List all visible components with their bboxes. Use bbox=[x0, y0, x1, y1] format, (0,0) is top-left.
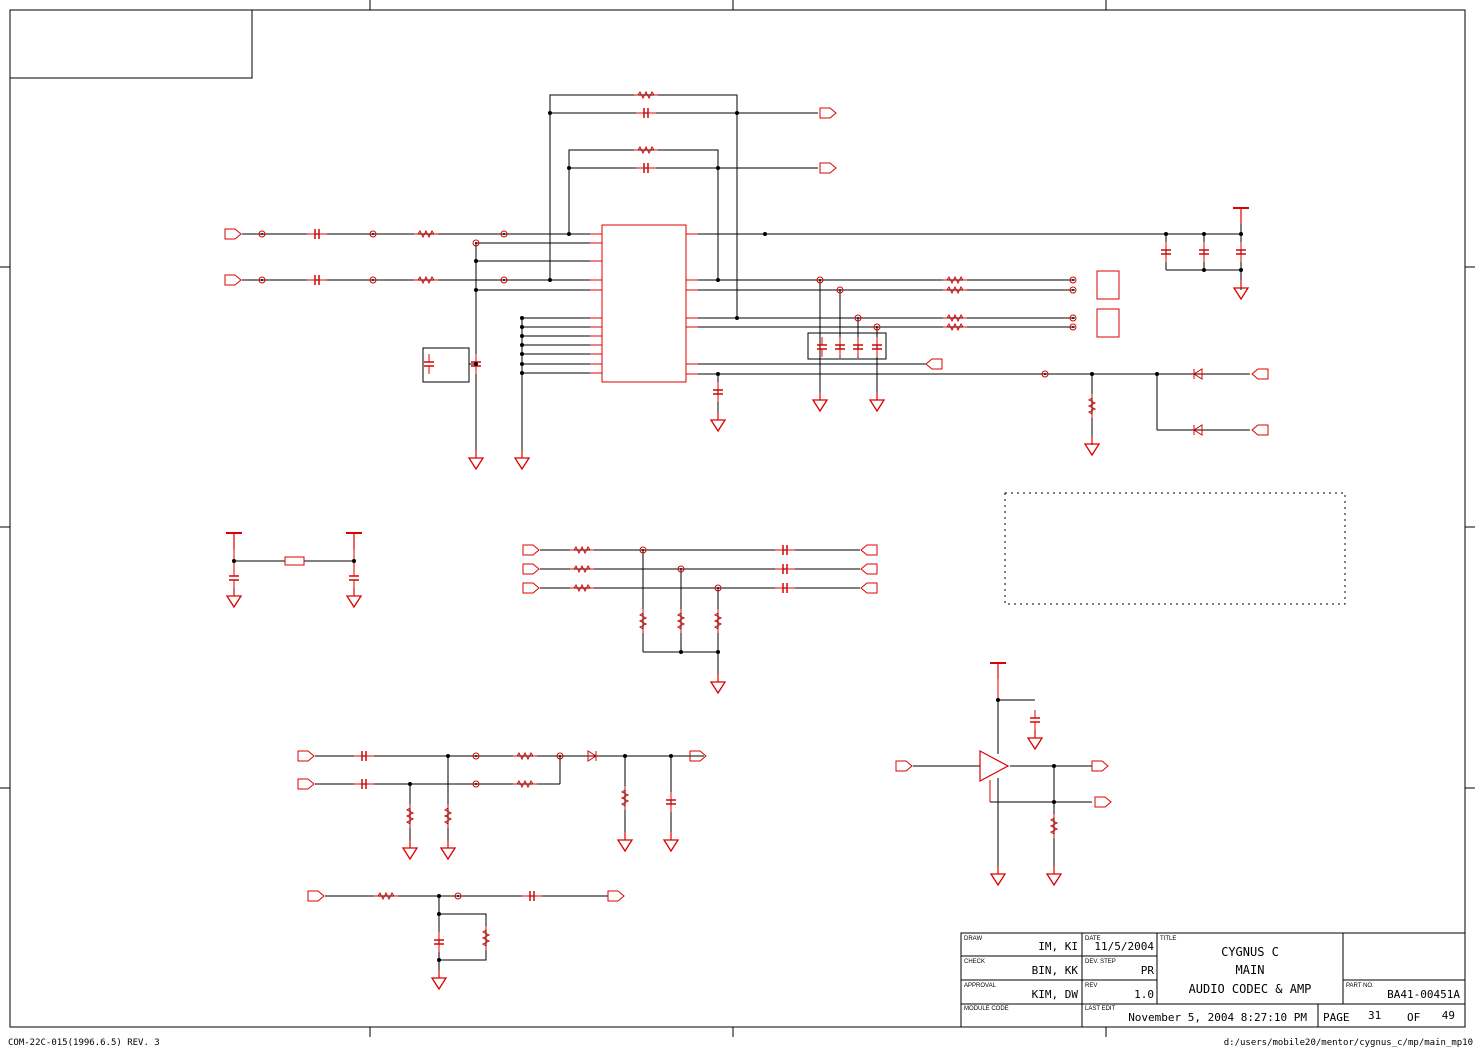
amplifier-section bbox=[895, 662, 1112, 886]
rc-network-section bbox=[307, 890, 625, 990]
dev-step-label: DEV. STEP bbox=[1085, 959, 1116, 965]
title-line-3: AUDIO CODEC & AMP bbox=[1189, 982, 1312, 996]
module-code-label: MODULE CODE bbox=[964, 1006, 1009, 1012]
title-line-1: CYGNUS C bbox=[1221, 945, 1279, 959]
rev-value: 1.0 bbox=[1134, 988, 1154, 1001]
part-no-value: BA41-00451A bbox=[1387, 988, 1460, 1001]
draw-label: DRAW bbox=[964, 936, 982, 942]
note-box bbox=[1004, 492, 1346, 605]
rev-label: REV bbox=[1085, 983, 1097, 989]
file-path: d:/users/mobile20/mentor/cygnus_c/mp/mai… bbox=[1224, 1038, 1473, 1047]
page-value: 31 bbox=[1368, 1009, 1381, 1022]
check-label: CHECK bbox=[964, 959, 985, 965]
form-code: COM-22C-015(1996.6.5) REV. 3 bbox=[8, 1038, 160, 1047]
draw-value: IM, KI bbox=[1038, 940, 1078, 953]
of-label: OF bbox=[1407, 1011, 1420, 1024]
approval-label: APPROVAL bbox=[964, 983, 997, 989]
last-edit-value: November 5, 2004 8:27:10 PM bbox=[1128, 1011, 1307, 1024]
codec-ic bbox=[601, 224, 687, 383]
dev-step-value: PR bbox=[1141, 964, 1155, 977]
total-pages: 49 bbox=[1442, 1009, 1455, 1022]
date-label: DATE bbox=[1085, 936, 1101, 942]
detector-section bbox=[297, 750, 707, 860]
title-label: TITLE bbox=[1160, 936, 1176, 942]
date-value: 11/5/2004 bbox=[1094, 940, 1154, 953]
part-no-label: PART NO. bbox=[1346, 983, 1374, 989]
title-block-text: DRAW IM, KI DATE 11/5/2004 TITLE CYGNUS … bbox=[964, 936, 1460, 1024]
codec-section bbox=[224, 91, 1269, 470]
page-label: PAGE bbox=[1323, 1011, 1350, 1024]
check-value: BIN, KK bbox=[1032, 964, 1079, 977]
last-edit-label: LAST EDIT bbox=[1085, 1006, 1116, 1012]
line-filter-section bbox=[522, 544, 878, 694]
approval-value: KIM, DW bbox=[1032, 988, 1079, 1001]
power-filter-section bbox=[225, 532, 363, 608]
title-block bbox=[960, 932, 1466, 1028]
title-line-2: MAIN bbox=[1236, 963, 1265, 977]
